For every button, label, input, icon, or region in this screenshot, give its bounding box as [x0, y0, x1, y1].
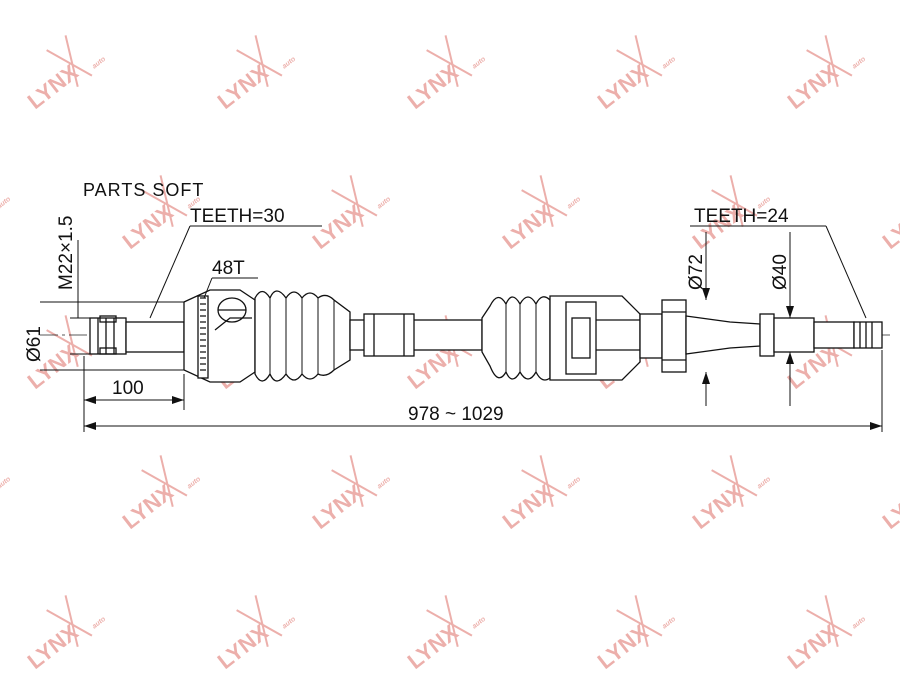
- bearing-diameter-label: Ø72: [686, 254, 707, 290]
- shaft-diameter-label: Ø40: [770, 254, 791, 290]
- inner-tripod-housing: [550, 296, 640, 380]
- lynx-watermark-text: LYNX: [878, 479, 900, 534]
- lynx-watermark-sub: auto: [281, 615, 298, 630]
- lynx-watermark-sub: auto: [0, 475, 13, 490]
- lynx-watermark-sub: auto: [756, 475, 773, 490]
- lynx-watermark-sub: auto: [91, 55, 108, 70]
- outer-diameter-left-label: Ø61: [24, 326, 45, 362]
- lynx-watermark-sub: auto: [566, 475, 583, 490]
- lynx-watermark-sub: auto: [661, 55, 678, 70]
- thread-label: M22×1.5: [56, 216, 77, 290]
- drive-shaft: [350, 314, 482, 356]
- inner-boot: [482, 297, 550, 380]
- total-length-label: 978 ~ 1029: [408, 404, 504, 425]
- lynx-watermark-sub: auto: [281, 55, 298, 70]
- lynx-watermark-sub: auto: [471, 615, 488, 630]
- lynx-watermark-sub: auto: [851, 55, 868, 70]
- lynx-watermark-sub: auto: [661, 615, 678, 630]
- lynx-watermark-sub: auto: [0, 195, 13, 210]
- lynx-watermark-sub: auto: [566, 195, 583, 210]
- lynx-watermark-sub: auto: [471, 55, 488, 70]
- lynx-watermark-sub: auto: [91, 615, 108, 630]
- lynx-watermark-text: LYNX: [878, 199, 900, 254]
- parts-soft-caption: PARTS SOFT: [83, 180, 204, 200]
- lynx-watermark-sub: auto: [851, 615, 868, 630]
- lynx-watermark-sub: auto: [376, 195, 393, 210]
- output-stub-shaft: [686, 314, 882, 356]
- abs-ring-label: 48T: [212, 258, 245, 279]
- teeth-right-label: TEETH=24: [694, 206, 789, 227]
- lynx-watermark-sub: auto: [186, 475, 203, 490]
- length-left-label: 100: [112, 378, 144, 399]
- outer-cv-joint: [90, 290, 255, 382]
- lynx-watermark-sub: auto: [376, 475, 393, 490]
- teeth-left-label: TEETH=30: [190, 206, 285, 227]
